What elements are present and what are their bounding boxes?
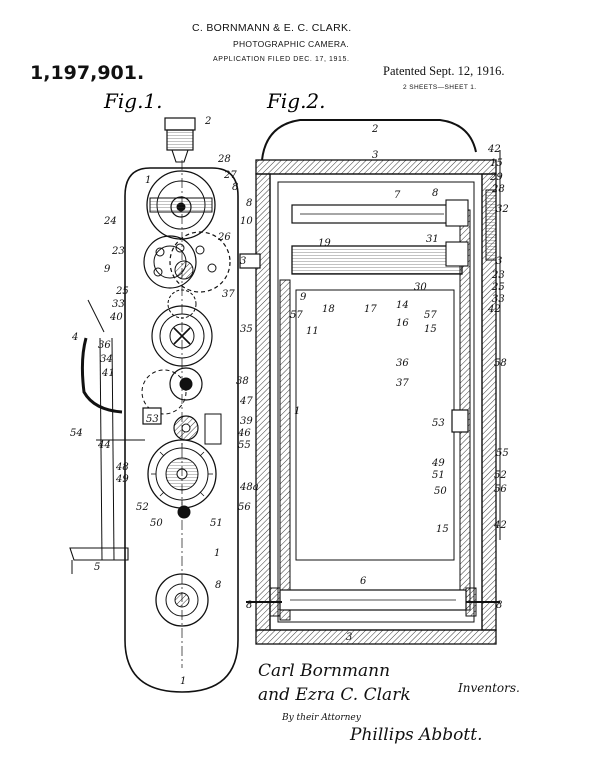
ref-num: 25: [491, 282, 505, 293]
signature-line-2: and Ezra C. Clark: [258, 685, 411, 705]
ref-num: 57: [424, 310, 437, 321]
ref-num: 47: [239, 396, 253, 407]
ref-num: 51: [432, 470, 445, 481]
ref-num: 57: [290, 310, 303, 321]
ref-num: 28: [217, 154, 231, 165]
inventors-label: Inventors.: [457, 681, 520, 695]
ref-num: 58: [494, 358, 507, 369]
ref-num: 23: [111, 246, 125, 257]
attorney-signature: Phillips Abbott.: [349, 725, 483, 745]
ref-num: 10: [240, 216, 253, 227]
ref-num: 5: [94, 562, 100, 573]
ref-num: 15: [490, 158, 503, 169]
ref-num: 15: [424, 324, 437, 335]
ref-num: 49: [431, 458, 445, 469]
ref-num: 26: [217, 232, 231, 243]
ref-num: 28: [491, 184, 505, 195]
ref-num: 48: [115, 462, 129, 473]
ref-num: 29: [489, 172, 503, 183]
fig1-camera-body: [70, 118, 238, 692]
ref-num: 42: [493, 520, 507, 531]
ref-num: 52: [136, 502, 149, 513]
ref-num: 8: [246, 600, 252, 611]
attorney-prefix: By their Attorney: [281, 713, 362, 723]
ref-num: 1: [145, 175, 151, 186]
ref-num: 16: [396, 318, 409, 329]
ref-num: 9: [300, 292, 307, 303]
fig2-label: Fig.2.: [266, 89, 326, 113]
ref-num: 8: [215, 580, 221, 591]
ref-num: 8: [232, 182, 238, 193]
ref-num: 1: [214, 548, 220, 559]
ref-num: 1: [294, 406, 300, 417]
ref-num: 7: [394, 190, 401, 201]
ref-num: 3: [496, 256, 502, 267]
ref-num: 53: [432, 418, 445, 429]
ref-num: 52: [494, 470, 507, 481]
ref-num: 30: [414, 282, 427, 293]
ref-num: 15: [436, 524, 449, 535]
ref-num: 17: [364, 304, 377, 315]
ref-num: 39: [240, 416, 253, 427]
ref-num: 50: [434, 486, 447, 497]
ref-num: 6: [360, 576, 367, 587]
ref-num: 42: [487, 304, 501, 315]
ref-num: 2: [371, 124, 378, 135]
ref-num: 38: [236, 376, 249, 387]
ref-num: 8: [496, 600, 502, 611]
ref-num: 18: [322, 304, 335, 315]
ref-num: 25: [115, 286, 129, 297]
ref-num: 9: [104, 264, 111, 275]
ref-num: 55: [496, 448, 509, 459]
ref-num: 23: [491, 270, 505, 281]
ref-num: 51: [210, 518, 223, 529]
ref-num: 40: [109, 312, 123, 323]
inventor-signatures: Carl Bornmann and Ezra C. Clark Inventor…: [258, 661, 520, 745]
ref-num: 54: [70, 428, 83, 439]
ref-num: 8: [246, 198, 252, 209]
ref-num: 31: [426, 234, 439, 245]
ref-num: 3: [346, 632, 352, 643]
ref-num: 14: [396, 300, 409, 311]
fig1-label: Fig.1.: [103, 89, 163, 113]
ref-num: 3: [240, 256, 246, 267]
ref-num: 55: [238, 440, 251, 451]
ref-num: 42: [487, 144, 501, 155]
ref-num: 4: [71, 332, 78, 343]
ref-num: 41: [101, 368, 115, 379]
signature-line-1: Carl Bornmann: [258, 661, 390, 681]
ref-num: 24: [103, 216, 117, 227]
ref-num: 37: [222, 289, 235, 300]
ref-num: 56: [238, 502, 251, 513]
ref-num: 35: [240, 324, 253, 335]
ref-num: 37: [396, 378, 409, 389]
ref-num: 19: [318, 238, 331, 249]
ref-num: 11: [306, 326, 319, 337]
ref-num: 32: [496, 204, 509, 215]
ref-num: 36: [98, 340, 111, 351]
fig2-camera-section: [240, 120, 500, 644]
ref-num: 36: [396, 358, 409, 369]
ref-num: 27: [223, 170, 237, 181]
ref-num: 3: [372, 150, 378, 161]
ref-num: 34: [100, 354, 113, 365]
ref-num: 2: [204, 116, 211, 127]
ref-num: 1: [180, 676, 186, 687]
ref-num: 53: [146, 414, 159, 425]
ref-num: 50: [150, 518, 163, 529]
ref-num: 44: [97, 440, 111, 451]
ref-num: 8: [432, 188, 438, 199]
ref-num: 46: [237, 428, 251, 439]
ref-num: 56: [494, 484, 507, 495]
ref-num: 33: [112, 299, 125, 310]
ref-num: 49: [115, 474, 129, 485]
